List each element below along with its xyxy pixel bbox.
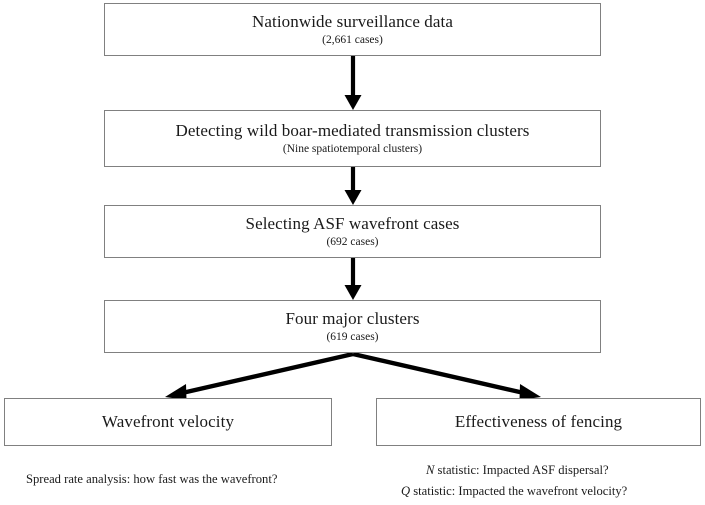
node-title: Four major clusters bbox=[285, 308, 420, 328]
node-detecting-transmission-clusters: Detecting wild boar-mediated transmissio… bbox=[104, 110, 601, 167]
caption-spread-rate-analysis: Spread rate analysis: how fast was the w… bbox=[26, 472, 278, 486]
arrow-surveillance-to-clusters bbox=[344, 56, 362, 110]
node-effectiveness-of-fencing: Effectiveness of fencing bbox=[376, 398, 701, 446]
node-selecting-asf-wavefront-cases: Selecting ASF wavefront cases (692 cases… bbox=[104, 205, 601, 258]
node-subtitle: (619 cases) bbox=[326, 330, 379, 343]
node-wavefront-velocity: Wavefront velocity bbox=[4, 398, 332, 446]
arrow-wavefront-to-major bbox=[344, 258, 362, 300]
arrow-clusters-to-wavefront bbox=[344, 167, 362, 205]
caption-n-statistic: N statistic: Impacted ASF dispersal? bbox=[426, 463, 609, 479]
q-statistic-text: statistic: Impacted the wavefront veloci… bbox=[410, 484, 628, 498]
node-title: Detecting wild boar-mediated transmissio… bbox=[175, 120, 530, 140]
node-title: Selecting ASF wavefront cases bbox=[245, 213, 460, 233]
node-subtitle: (Nine spatiotemporal clusters) bbox=[282, 142, 423, 155]
node-title: Effectiveness of fencing bbox=[454, 411, 623, 431]
node-subtitle: (692 cases) bbox=[326, 235, 379, 248]
q-statistic-symbol: Q bbox=[401, 484, 411, 498]
n-statistic-symbol: N bbox=[426, 463, 435, 477]
arrow-major-to-fencing bbox=[352, 351, 541, 400]
node-title: Wavefront velocity bbox=[101, 411, 235, 431]
n-statistic-text: statistic: Impacted ASF dispersal? bbox=[434, 463, 609, 477]
caption-q-statistic: Q statistic: Impacted the wavefront velo… bbox=[401, 484, 627, 500]
arrow-major-to-velocity bbox=[165, 351, 354, 400]
node-subtitle: (2,661 cases) bbox=[322, 33, 383, 46]
node-nationwide-surveillance-data: Nationwide surveillance data (2,661 case… bbox=[104, 3, 601, 56]
node-four-major-clusters: Four major clusters (619 cases) bbox=[104, 300, 601, 353]
node-title: Nationwide surveillance data bbox=[251, 11, 454, 31]
